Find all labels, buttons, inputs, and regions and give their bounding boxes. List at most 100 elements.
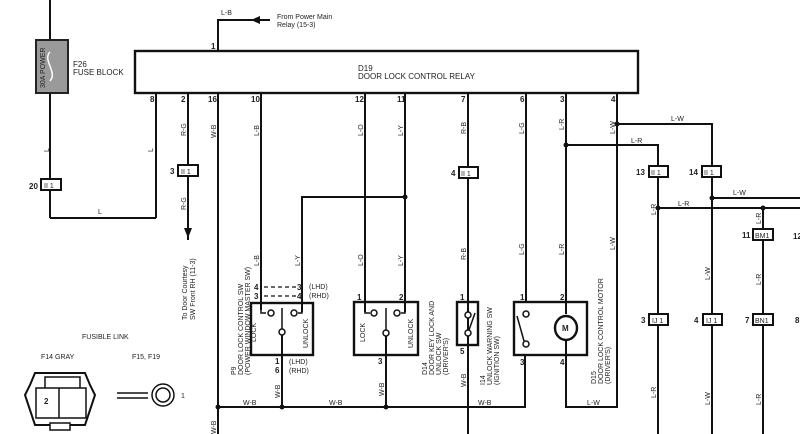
p9-door-lock-control-switch: 4 3 3 4 (LHD) (RHD) LOCK UNLOCK 1 6 (LHD… — [231, 267, 329, 407]
fuse-id: F26 — [73, 60, 87, 69]
fuse-block: 30A POWER F26 FUSE BLOCK L L L — [35, 0, 157, 219]
label: W-B — [275, 384, 282, 398]
label: L-W — [671, 116, 684, 123]
label: (DRIVER'S) — [443, 338, 450, 375]
label: 4 — [451, 169, 456, 178]
label: (RHD) — [309, 293, 329, 300]
label: L-W — [610, 237, 617, 250]
label: L-W — [705, 267, 712, 280]
d14-door-key-lock-switch: 1 2 LOCK UNLOCK 3 W-B D14 DOOR KEY LOCK … — [352, 293, 450, 407]
label: 20 — [29, 182, 38, 191]
label: 4 — [694, 316, 699, 325]
label: 1 — [211, 42, 216, 51]
label: 11 — [742, 231, 751, 240]
label: 2 — [181, 95, 186, 104]
wire-w-b: W-B W-B W-B W-B W-B — [211, 93, 526, 434]
label: L-R — [559, 244, 566, 255]
label: 12 — [355, 95, 364, 104]
label: (DRIVER'S) — [605, 347, 612, 384]
label: L-O — [358, 254, 365, 266]
label: 16 — [208, 95, 217, 104]
label: L-B — [221, 10, 232, 17]
label: UNLOCK — [303, 318, 310, 348]
label: L-R — [756, 394, 763, 405]
label: (LHD) — [289, 359, 308, 366]
label: BM1 — [755, 233, 770, 240]
label: 6 — [275, 366, 280, 375]
label: 1 — [520, 293, 525, 302]
connector-20: II 1 20 — [29, 178, 62, 191]
label: W-B — [243, 400, 257, 407]
label: L-Y — [398, 255, 405, 266]
label: From Power Main — [277, 14, 332, 21]
label: W-B — [329, 400, 343, 407]
arrow-icon — [184, 228, 192, 238]
label: L-R — [631, 138, 642, 145]
label: W-B — [379, 382, 386, 396]
label: R-B — [461, 248, 468, 260]
label: 4 — [254, 283, 259, 292]
label: 3 — [641, 316, 646, 325]
connector-7-bn1: BN1 7 — [745, 313, 774, 326]
label: 5 — [460, 347, 465, 356]
label: LOCK — [251, 323, 258, 342]
label: W-B — [211, 420, 218, 434]
label: 7 — [745, 316, 750, 325]
label: L-R — [651, 387, 658, 398]
label: 12 — [793, 232, 800, 241]
label: 3 — [170, 167, 175, 176]
label: 8 — [150, 95, 155, 104]
label: II 1 — [181, 169, 191, 176]
label: (IGNITION SW) — [494, 336, 501, 385]
label: I14 — [480, 375, 487, 385]
label: 1 — [357, 293, 362, 302]
label: UNLOCK SW — [436, 332, 443, 375]
label: 4 — [611, 95, 616, 104]
label: 3 — [254, 292, 259, 301]
label: FUSIBLE LINK — [82, 334, 129, 341]
label: P9 — [231, 366, 238, 375]
label: M — [562, 324, 569, 333]
label: L-Y — [398, 125, 405, 136]
label: 1 — [181, 393, 185, 400]
arrow-icon — [251, 16, 260, 24]
label: 1 — [275, 357, 280, 366]
label: L-W — [610, 121, 617, 134]
fuse-name: FUSE BLOCK — [73, 68, 124, 77]
label: DOOR LOCK CONTROL RELAY — [358, 72, 476, 81]
label: L-R — [678, 201, 689, 208]
connector-4-ii1: II 1 4 — [451, 166, 479, 179]
label: D14 — [422, 362, 429, 375]
f14-connector-icon: 2 — [23, 372, 97, 431]
label: DOOR LOCK CONTROL MOTOR — [598, 278, 605, 384]
connector-14-ii1: II 1 14 — [689, 165, 722, 178]
label: IJ 1 — [652, 318, 663, 325]
label: IJ 1 — [706, 318, 717, 325]
label: UNLOCK WARNING SW — [487, 307, 494, 385]
label: L-R — [559, 119, 566, 130]
label: 4 — [297, 292, 302, 301]
label: (POWER WINDOW MASTER SW) — [245, 267, 252, 375]
label: 4 — [560, 358, 565, 367]
label: 10 — [251, 95, 260, 104]
label: 2 — [560, 293, 565, 302]
label: II 1 — [461, 171, 471, 178]
connector-4-ij1: IJ 1 4 — [694, 313, 723, 326]
label: L-R — [651, 204, 658, 215]
label: To Door Courtesy — [182, 265, 189, 320]
wire-r-g: R-G R-G To Door Courtesy SW Front RH (11… — [181, 93, 197, 320]
i14-unlock-warning-switch: R-B R-B 1 5 W-B I14 UNLOCK WARNING SW (I… — [455, 93, 501, 434]
label: R-G — [181, 123, 188, 136]
label: L-Y — [295, 255, 302, 266]
label: D15 — [591, 371, 598, 384]
label: L-W — [587, 400, 600, 407]
label: 3 — [378, 357, 383, 366]
label: R-B — [461, 122, 468, 134]
label: F15, F19 — [132, 354, 160, 361]
label: L-G — [519, 243, 526, 255]
fusible-link-legend: FUSIBLE LINK F14 GRAY F15, F19 2 1 — [23, 334, 185, 431]
label: L-G — [519, 122, 526, 134]
label: DOOR KEY LOCK AND — [429, 301, 436, 375]
label: 7 — [461, 95, 466, 104]
